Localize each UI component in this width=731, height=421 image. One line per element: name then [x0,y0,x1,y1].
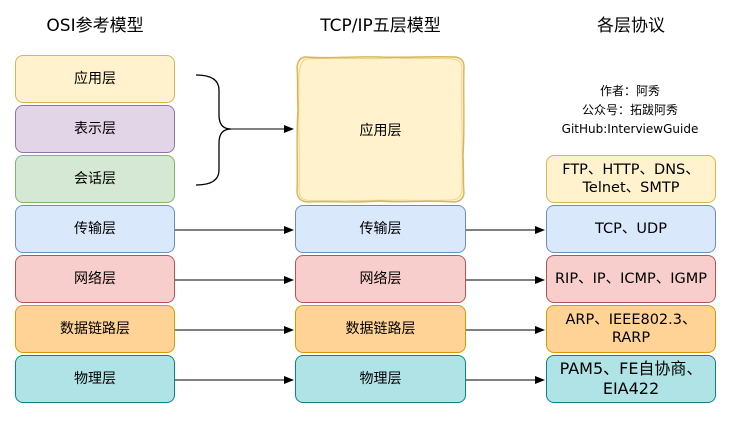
osi-physical-layer: 物理层 [15,355,175,403]
tcpip-header: TCP/IP五层模型 [320,16,441,36]
tcpip-application-label: 应用层 [359,122,402,139]
wechat-account-line: 公众号：拓跋阿秀 [581,103,678,117]
osi-network-layer: 网络层 [15,255,175,303]
osi-transport-layer: 传输层 [15,205,175,253]
network-protocols: RIP、IP、ICMP、IGMP [546,255,716,303]
github-line: GitHub:InterviewGuide [561,122,699,136]
author-line: 作者：阿秀 [599,84,660,98]
osi-application-layer: 应用层 [15,55,175,103]
transport-protocols: TCP、UDP [546,205,716,253]
datalink-protocols: ARP、IEEE802.3、RARP [546,305,716,353]
osi-presentation-layer: 表示层 [15,105,175,153]
physical-protocols: PAM5、FE自协商、EIA422 [546,355,716,403]
application-protocols: FTP、HTTP、DNS、Telnet、SMTP [546,155,716,203]
tcpip-application-layer: 应用层 [295,55,466,204]
tcpip-physical-layer: 物理层 [295,355,466,403]
grouping-brace [195,74,232,186]
osi-session-layer: 会话层 [15,155,175,203]
protocols-header: 各层协议 [597,16,665,36]
tcpip-datalink-layer: 数据链路层 [295,305,466,353]
tcpip-transport-layer: 传输层 [295,205,466,253]
osi-header: OSI参考模型 [46,16,144,36]
osi-datalink-layer: 数据链路层 [15,305,175,353]
tcpip-network-layer: 网络层 [295,255,466,303]
sketch-border [296,56,465,203]
